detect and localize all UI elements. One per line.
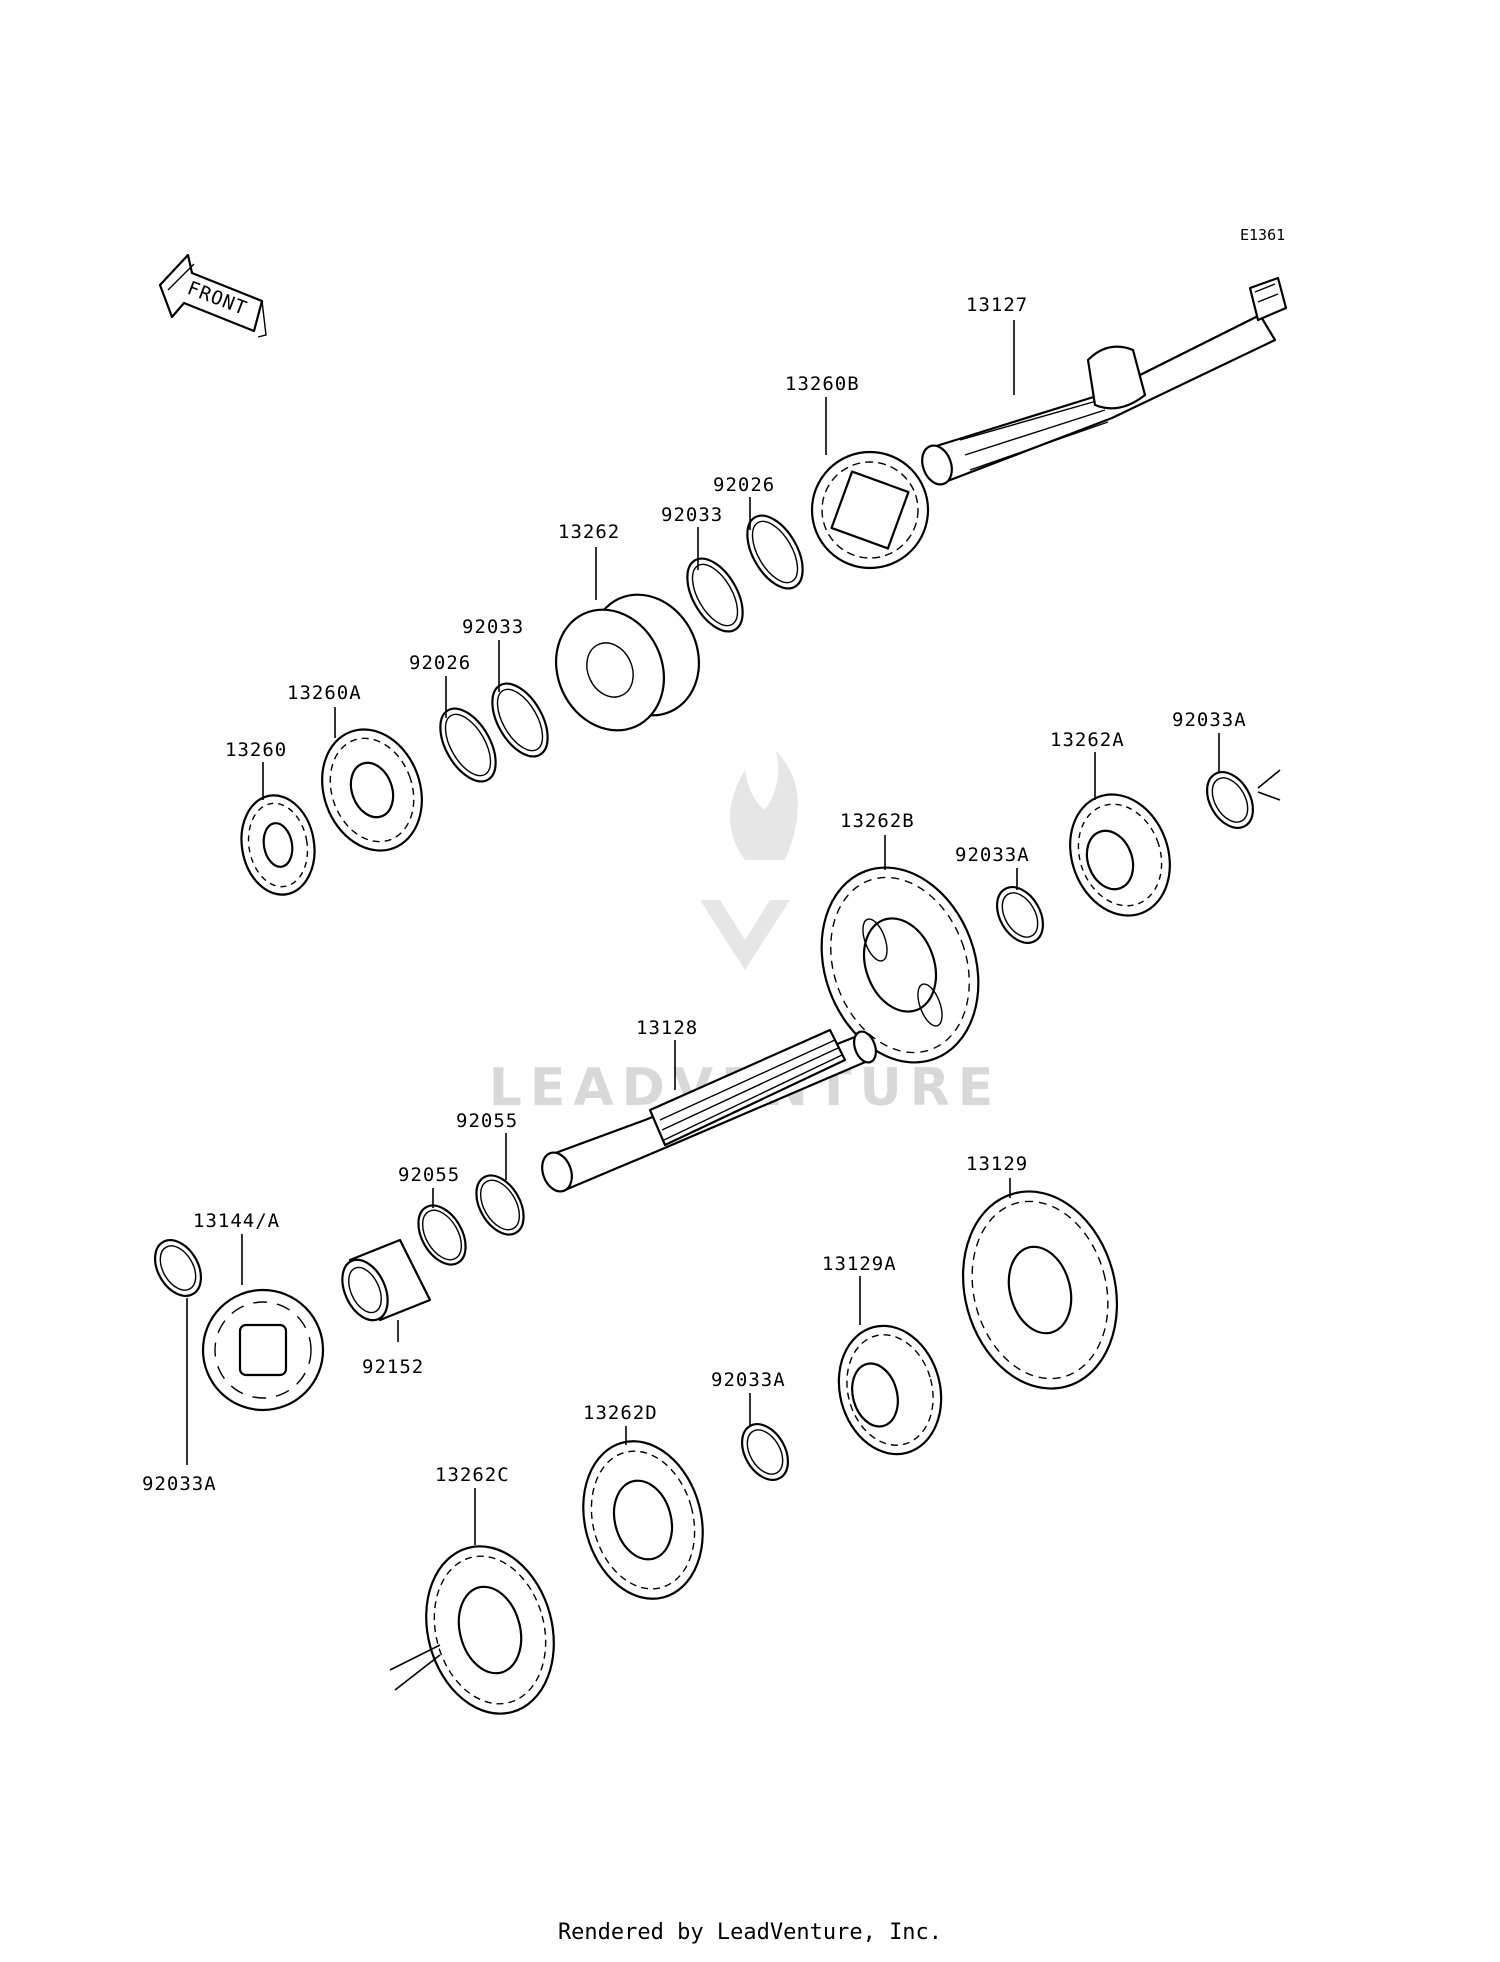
label-13262b[interactable]: 13262B	[840, 810, 915, 832]
clip-92033a-lower	[740, 1423, 790, 1481]
label-92152[interactable]: 92152	[362, 1356, 424, 1378]
label-92033a-middle[interactable]: 92033A	[955, 844, 1030, 866]
gear-13262a	[1069, 793, 1171, 917]
label-13260a[interactable]: 13260A	[287, 682, 362, 704]
shaft-13128	[541, 1028, 877, 1193]
collar-92152	[341, 1238, 432, 1322]
clip-92033a-middle	[995, 886, 1045, 944]
leader-lines	[186, 320, 1220, 1545]
label-92033a-right[interactable]: 92033A	[1172, 709, 1247, 731]
label-92055-upper[interactable]: 92055	[456, 1110, 518, 1132]
label-13144a[interactable]: 13144/A	[193, 1210, 280, 1232]
label-92026-lower[interactable]: 92026	[409, 652, 471, 674]
label-13260[interactable]: 13260	[225, 739, 287, 761]
label-92055-lower[interactable]: 92055	[398, 1164, 460, 1186]
gear-13262d	[582, 1440, 704, 1600]
label-13127[interactable]: 13127	[966, 294, 1028, 316]
label-13262[interactable]: 13262	[558, 521, 620, 543]
front-arrow-icon: FRONT	[158, 253, 267, 338]
label-13262d[interactable]: 13262D	[583, 1402, 658, 1424]
label-92033-lower[interactable]: 92033	[462, 616, 524, 638]
label-92033a-left[interactable]: 92033A	[142, 1473, 217, 1495]
gear-13129a	[837, 1324, 943, 1456]
gear-13260b	[810, 450, 930, 570]
diagram-code: E1361	[1240, 226, 1285, 244]
ring-92055-lower	[417, 1204, 467, 1266]
label-13260b[interactable]: 13260B	[785, 373, 860, 395]
footer-credit: Rendered by LeadVenture, Inc.	[557, 1920, 943, 1945]
clip-92033a-left	[153, 1239, 203, 1297]
label-92026-upper[interactable]: 92026	[713, 474, 775, 496]
label-13129[interactable]: 13129	[966, 1153, 1028, 1175]
gear-13262c	[389, 1545, 555, 1715]
gear-13260a	[321, 728, 423, 852]
clip-92033-lower	[491, 682, 549, 758]
gear-13262	[554, 593, 701, 732]
label-92033-upper[interactable]: 92033	[661, 504, 723, 526]
ring-92026-upper	[746, 514, 804, 590]
part-labels: 13127 13260B 92026 92033 13262 92033 920…	[142, 294, 1247, 1495]
ring-92026-lower	[439, 707, 497, 783]
ring-92055-upper	[475, 1174, 525, 1236]
label-13128[interactable]: 13128	[636, 1017, 698, 1039]
label-13262a[interactable]: 13262A	[1050, 729, 1125, 751]
sprocket-13144a	[201, 1288, 325, 1412]
shaft-13127	[921, 276, 1288, 486]
label-92033a-lower[interactable]: 92033A	[711, 1369, 786, 1391]
gear-13262b	[820, 866, 980, 1064]
label-13129a[interactable]: 13129A	[822, 1253, 897, 1275]
clip-92033a-right	[1205, 769, 1281, 829]
clip-92033-upper	[686, 557, 744, 633]
gear-13129	[961, 1190, 1119, 1390]
label-13262c[interactable]: 13262C	[435, 1464, 510, 1486]
gear-13260	[240, 794, 316, 896]
